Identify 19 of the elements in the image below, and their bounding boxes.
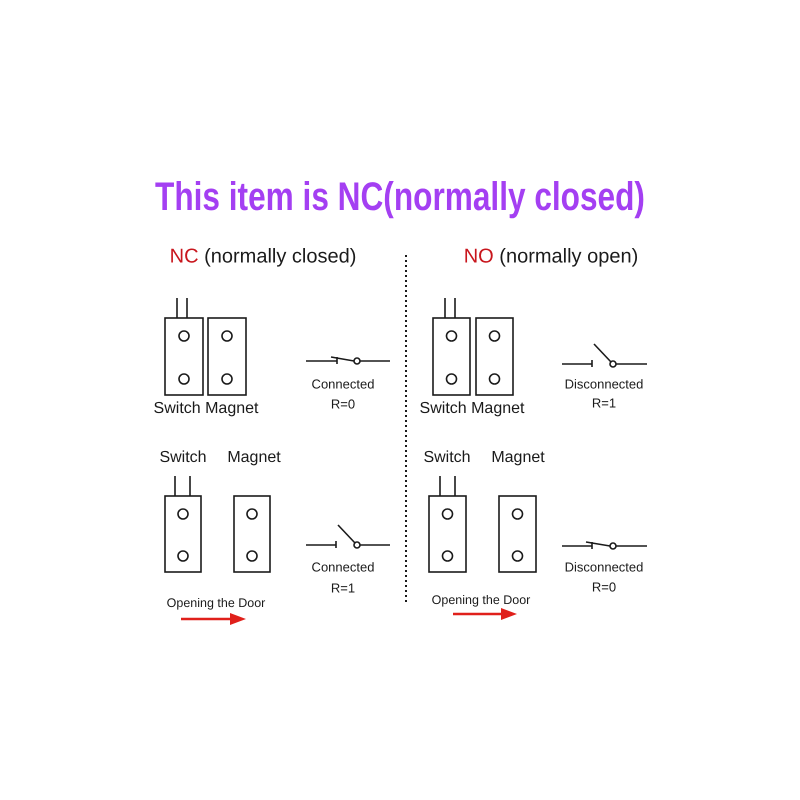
state-label: Disconnected: [564, 560, 644, 576]
state-label: Connected: [312, 560, 374, 576]
state-label: Connected: [312, 378, 374, 392]
section-heading: NO (normally open): [464, 246, 638, 268]
state-label: R=1: [592, 396, 616, 412]
part-label: Switch: [159, 448, 207, 468]
part-label: Switch Magnet: [154, 400, 258, 418]
state-label: R=0: [592, 580, 616, 596]
section-heading: NC (normally closed): [170, 246, 356, 268]
part-label: Switch: [423, 448, 471, 468]
caption-text: Opening the Door: [166, 596, 266, 610]
state-label: R=1: [330, 582, 356, 596]
part-label: Switch Magnet: [420, 400, 524, 418]
part-label: Magnet: [491, 448, 545, 468]
part-label: Magnet: [227, 448, 281, 468]
state-label: Disconnected: [564, 378, 644, 392]
state-label: R=0: [330, 398, 356, 412]
caption-text: Opening the Door: [432, 592, 530, 608]
title: This item is NC(normally closed): [155, 174, 645, 220]
